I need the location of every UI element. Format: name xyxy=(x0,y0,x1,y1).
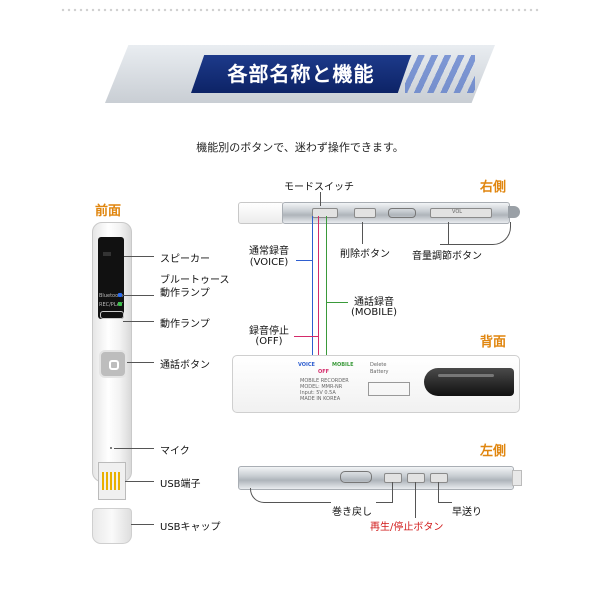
dotted-divider xyxy=(60,8,540,12)
leader-line xyxy=(415,482,416,518)
label-fast-forward: 早送り xyxy=(452,507,482,518)
bluetooth-lamp xyxy=(118,293,122,297)
off-line xyxy=(318,216,319,366)
usb-pin xyxy=(102,472,104,490)
label-call-button: 通話ボタン xyxy=(160,360,210,371)
label-rec-stop-2: (OFF) xyxy=(255,336,283,347)
right-side-end xyxy=(508,206,520,218)
section-left: 左側 xyxy=(480,444,507,459)
back-spec-1: MOBILE RECORDER xyxy=(300,378,349,384)
clip-highlight xyxy=(438,374,494,377)
usb-cap xyxy=(92,508,132,544)
delete-tag: Delete xyxy=(370,362,387,368)
off-tag: OFF xyxy=(318,369,330,375)
usb-pin xyxy=(110,472,112,490)
label-operation-lamp: 動作ランプ xyxy=(160,319,210,330)
section-back: 背面 xyxy=(480,335,507,350)
label-usb-cap: USBキャップ xyxy=(160,522,221,533)
leader-line xyxy=(362,222,363,244)
label-mic: マイク xyxy=(160,446,190,457)
back-spec-3: Input: 5V 0.5A xyxy=(300,390,336,396)
operation-lamp xyxy=(118,302,122,306)
vol-tag: VOL xyxy=(452,209,463,215)
volume-button[interactable] xyxy=(430,208,492,218)
speaker-grille xyxy=(103,252,111,256)
section-front: 前面 xyxy=(95,204,122,219)
label-play-stop: 再生/停止ボタン xyxy=(370,522,444,533)
leader-line xyxy=(438,502,452,503)
strap xyxy=(440,222,511,245)
battery-tag: Battery xyxy=(370,369,389,375)
voice-line xyxy=(312,216,313,366)
left-side-cap xyxy=(512,470,522,486)
label-normal-rec-1: 通常録音 xyxy=(249,246,289,257)
usb-pin xyxy=(118,472,120,490)
play-stop-button[interactable] xyxy=(407,473,425,483)
ok-pill xyxy=(100,311,124,319)
fast-forward-button[interactable] xyxy=(430,473,448,483)
label-volume: 音量調節ボタン xyxy=(412,251,482,262)
subtitle: 機能別のボタンで、迷わず操作できます。 xyxy=(196,141,404,154)
voice-tag: VOICE xyxy=(298,362,315,368)
label-bt-lamp-2: 動作ランプ xyxy=(160,288,210,299)
leader-line xyxy=(124,256,154,257)
leader-line xyxy=(123,321,154,322)
recplay-tag: REC/PLAY xyxy=(99,302,123,308)
leader-line xyxy=(320,192,321,206)
call-button-icon xyxy=(109,360,119,370)
label-usb: USB端子 xyxy=(160,479,201,490)
label-bt-lamp-1: ブルートゥース xyxy=(160,275,230,286)
label-speaker: スピーカー xyxy=(160,254,210,265)
leader-line xyxy=(125,481,154,482)
certification-marks xyxy=(368,382,410,396)
label-call-rec-2: (MOBILE) xyxy=(350,307,397,318)
label-normal-rec-2: (VOICE) xyxy=(249,257,289,268)
leader-line xyxy=(114,448,154,449)
right-side-cap xyxy=(238,202,284,224)
leader-line xyxy=(376,502,393,503)
bluetooth-tag: Bluetooth xyxy=(99,293,124,299)
label-mode-switch: モードスイッチ xyxy=(284,182,354,193)
mic-hole xyxy=(110,447,112,449)
rewind-button[interactable] xyxy=(384,473,402,483)
off-connector xyxy=(294,336,318,337)
title-banner: 各部名称と機能 xyxy=(105,45,495,103)
left-indicator xyxy=(340,471,372,483)
mobile-tag: MOBILE xyxy=(332,362,354,368)
leader-line xyxy=(438,482,439,502)
call-button[interactable] xyxy=(99,350,127,378)
label-call-rec-1: 通話録音 xyxy=(354,297,394,308)
label-rewind: 巻き戻し xyxy=(332,507,372,518)
banner-stripes xyxy=(405,55,475,93)
voice-connector xyxy=(296,260,312,261)
mode-switch[interactable] xyxy=(312,208,338,218)
leader-line xyxy=(123,295,154,296)
mobile-line xyxy=(326,216,327,366)
left-side-body xyxy=(238,466,514,490)
strap xyxy=(250,488,331,503)
section-right: 右側 xyxy=(480,180,507,195)
label-rec-stop-1: 録音停止 xyxy=(249,326,289,337)
usb-pin xyxy=(106,472,108,490)
right-indicator xyxy=(388,208,416,218)
delete-button[interactable] xyxy=(354,208,376,218)
back-spec-4: MADE IN KOREA xyxy=(300,396,341,402)
label-delete: 削除ボタン xyxy=(340,249,390,260)
leader-line xyxy=(392,482,393,502)
belt-clip xyxy=(424,368,514,396)
back-spec-2: MODEL: MMR-NR xyxy=(300,384,343,390)
mobile-connector xyxy=(326,302,348,303)
leader-line xyxy=(127,362,154,363)
leader-line xyxy=(448,222,449,244)
banner-title: 各部名称と機能 xyxy=(191,55,411,93)
usb-pin xyxy=(114,472,116,490)
leader-line xyxy=(131,524,154,525)
